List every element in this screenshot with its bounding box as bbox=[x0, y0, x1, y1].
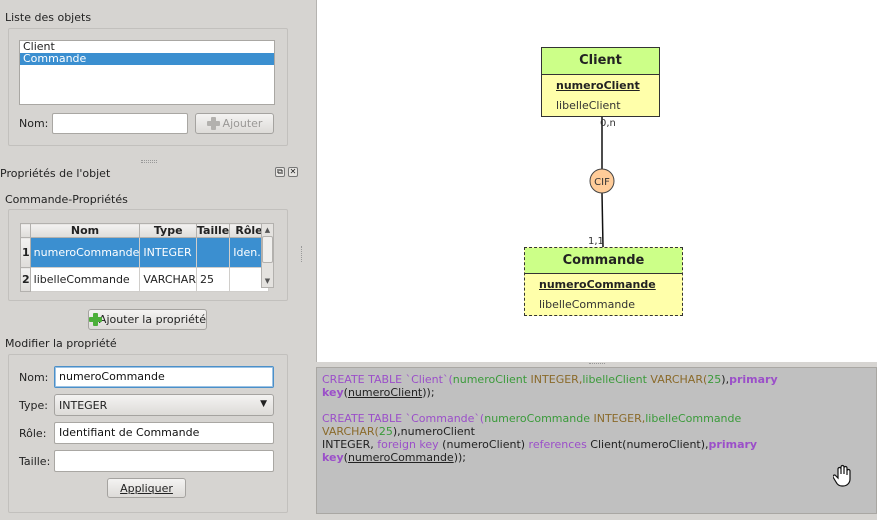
table-row[interactable]: 2 libelleCommande VARCHAR 25 bbox=[20, 267, 269, 292]
splitter-handle[interactable] bbox=[301, 246, 303, 262]
float-icon[interactable]: ⧉ bbox=[275, 167, 285, 177]
sql-output[interactable]: CREATE TABLE `Client`(numeroClient INTEG… bbox=[316, 367, 877, 514]
prop-name-label: Nom: bbox=[19, 371, 49, 384]
splitter-handle[interactable] bbox=[141, 160, 157, 163]
column-header-type[interactable]: Type bbox=[139, 223, 197, 238]
splitter-handle[interactable] bbox=[589, 363, 605, 366]
props-panel-title: Propriétés de l'objet bbox=[0, 167, 111, 180]
cell-nom[interactable]: numeroCommande bbox=[29, 237, 141, 268]
cardinality-top: 0,n bbox=[600, 118, 616, 129]
add-object-button[interactable]: Ajouter bbox=[195, 113, 274, 134]
scroll-up-icon[interactable]: ▲ bbox=[264, 226, 271, 234]
chevron-down-icon: ▼ bbox=[260, 399, 267, 409]
link-line-bottom bbox=[601, 192, 604, 248]
object-name-label: Nom: bbox=[19, 117, 49, 130]
entity-attr: libelleCommande bbox=[539, 298, 636, 311]
apply-button[interactable]: Appliquer bbox=[107, 478, 186, 498]
prop-role-label: Rôle: bbox=[19, 427, 47, 440]
cell-type[interactable]: INTEGER bbox=[139, 237, 197, 268]
scroll-down-icon[interactable]: ▼ bbox=[264, 277, 271, 285]
diagram-links: CIF bbox=[589, 117, 615, 248]
entity-key: numeroClient bbox=[556, 79, 640, 92]
plus-icon bbox=[89, 313, 102, 326]
plus-icon bbox=[206, 117, 220, 130]
prop-size-input[interactable] bbox=[54, 450, 274, 472]
row-number[interactable]: 2 bbox=[20, 267, 31, 292]
hand-cursor-icon bbox=[833, 464, 851, 487]
cell-nom[interactable]: libelleCommande bbox=[29, 267, 141, 292]
prop-type-select[interactable]: INTEGER ▼ bbox=[54, 394, 274, 416]
relation-node[interactable] bbox=[589, 168, 615, 194]
prop-size-label: Taille: bbox=[19, 455, 51, 468]
entity-key: numeroCommande bbox=[539, 278, 656, 291]
objects-list[interactable]: Client Commande bbox=[19, 40, 275, 105]
sql-line-commande: CREATE TABLE `Commande`(numeroCommande I… bbox=[322, 412, 758, 464]
prop-role-input[interactable]: Identifiant de Commande bbox=[54, 422, 274, 444]
prop-type-label: Type: bbox=[19, 399, 48, 412]
table-scrollbar[interactable]: ▲ ▼ bbox=[261, 223, 274, 288]
edit-panel-title: Modifier la propriété bbox=[5, 337, 117, 350]
prop-name-input[interactable]: numeroCommande bbox=[54, 366, 274, 388]
cell-taille[interactable]: 25 bbox=[195, 267, 231, 292]
column-header-nom[interactable]: Nom bbox=[29, 223, 141, 238]
scroll-thumb[interactable] bbox=[262, 236, 273, 263]
entity-commande[interactable]: Commande numeroCommande libelleCommande bbox=[524, 247, 683, 316]
list-item[interactable]: Client bbox=[23, 40, 55, 53]
table-row[interactable]: 1 numeroCommande INTEGER Iden... bbox=[20, 237, 269, 268]
relation-label: CIF bbox=[594, 177, 610, 188]
entity-attr: libelleClient bbox=[556, 99, 621, 112]
entity-client[interactable]: Client numeroClient libelleClient bbox=[541, 47, 660, 117]
row-header-corner bbox=[20, 223, 31, 238]
entity-title: Client bbox=[542, 48, 659, 75]
cardinality-bottom: 1,1 bbox=[588, 236, 604, 247]
cell-type[interactable]: VARCHAR bbox=[139, 267, 197, 292]
cell-taille[interactable] bbox=[195, 237, 231, 268]
list-item[interactable]: Commande bbox=[20, 53, 274, 65]
column-header-taille[interactable]: Taille bbox=[195, 223, 231, 238]
props-subtitle: Commande-Propriétés bbox=[5, 193, 128, 206]
entity-title: Commande bbox=[525, 248, 682, 274]
row-number[interactable]: 1 bbox=[20, 237, 31, 268]
add-property-button[interactable]: Ajouter la propriété bbox=[88, 309, 207, 330]
close-icon[interactable]: ✕ bbox=[288, 167, 298, 177]
sql-line-client: CREATE TABLE `Client`(numeroClient INTEG… bbox=[322, 373, 778, 399]
diagram-canvas[interactable]: CIF 0,n 1,1 Client numeroClient libelleC… bbox=[316, 0, 877, 362]
object-name-input[interactable] bbox=[52, 113, 188, 134]
properties-table[interactable]: Nom Type Taille Rôle 1 numeroCommande IN… bbox=[20, 223, 269, 292]
objects-panel-title: Liste des objets bbox=[5, 11, 92, 24]
